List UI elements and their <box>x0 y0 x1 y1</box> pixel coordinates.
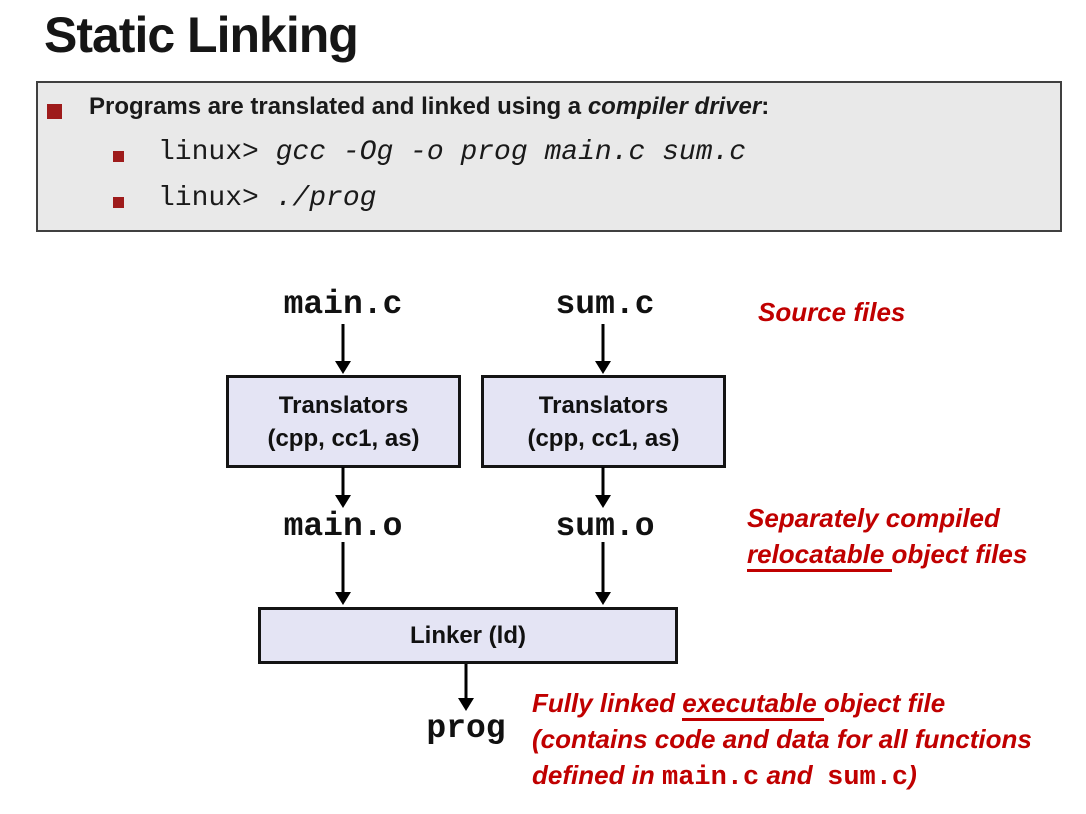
annotation-object-files-line1: Separately compiled <box>747 503 1000 533</box>
annotation-line3-mid: and <box>759 760 828 790</box>
slide-title: Static Linking <box>44 7 359 63</box>
arrow-down-icon <box>594 542 612 605</box>
arrow-shaft <box>601 467 605 496</box>
command-line-1: linux> gcc -Og -o prog main.c sum.c <box>158 137 746 168</box>
annotation-object-files-line2: relocatable object files <box>747 536 1027 572</box>
arrow-down-icon <box>334 324 352 374</box>
annotation-executable-prefix: Fully linked <box>532 688 683 718</box>
output-file-label-prog: prog <box>426 710 506 747</box>
annotation-underlined-executable: executable <box>682 688 824 721</box>
translators-box-line1: Translators <box>278 391 409 419</box>
annotation-executable: Fully linked executable object file (con… <box>532 685 1032 796</box>
linker-box: Linker (ld) <box>258 607 678 664</box>
source-file-label-sumc: sum.c <box>555 286 655 323</box>
translators-box-line2: (cpp, cc1, as) <box>267 424 420 452</box>
arrow-head <box>458 698 474 711</box>
arrow-head <box>595 592 611 605</box>
annotation-object-files-line2-rest: object files <box>891 539 1028 569</box>
annotation-executable-rest: object file <box>823 688 946 718</box>
main-bullet-prefix: Programs are translated and linked using… <box>89 93 588 120</box>
translators-box-right: Translators (cpp, cc1, as) <box>481 375 726 468</box>
object-file-label-maino: main.o <box>283 508 403 545</box>
main-bullet-text: Programs are translated and linked using… <box>89 93 769 121</box>
arrow-shaft <box>601 542 605 593</box>
shell-command: gcc -Og -o prog main.c sum.c <box>275 137 747 168</box>
annotation-line3-prefix: defined in <box>532 760 662 790</box>
arrow-head <box>335 592 351 605</box>
annotation-code-mainc: main.c <box>662 763 760 793</box>
main-bullet-emphasis: compiler driver <box>587 93 762 120</box>
arrow-head <box>595 495 611 508</box>
translators-box-left: Translators (cpp, cc1, as) <box>226 375 461 468</box>
arrow-down-icon <box>334 467 352 508</box>
translators-box-line1: Translators <box>538 391 669 419</box>
annotation-source-files: Source files <box>758 297 906 327</box>
linker-box-label: Linker (ld) <box>409 622 526 649</box>
annotation-executable-line3: defined in main.c and sum.c) <box>532 757 1032 796</box>
arrow-shaft <box>341 542 345 593</box>
arrow-shaft <box>341 467 345 496</box>
annotation-executable-line2: (contains code and data for all function… <box>532 724 1032 754</box>
arrow-head <box>335 495 351 508</box>
object-file-label-sumo: sum.o <box>555 508 655 545</box>
annotation-line3-suffix: ) <box>908 760 917 790</box>
source-file-label-mainc: main.c <box>283 286 403 323</box>
annotation-executable-line1: Fully linked executable object file <box>532 685 1032 721</box>
annotation-underlined-relocatable: relocatable <box>747 539 892 572</box>
arrow-head <box>335 361 351 374</box>
bullet-square-icon <box>47 104 62 119</box>
arrow-shaft <box>464 664 468 699</box>
sub-bullet-square-icon <box>113 151 124 162</box>
translators-box-line2: (cpp, cc1, as) <box>527 424 680 452</box>
shell-prompt: linux> <box>158 137 276 168</box>
arrow-down-icon <box>594 324 612 374</box>
arrow-shaft <box>601 324 605 362</box>
summary-panel <box>36 81 1062 232</box>
arrow-head <box>595 361 611 374</box>
annotation-code-sumc: sum.c <box>827 763 909 793</box>
annotation-object-files: Separately compiled relocatable object f… <box>747 500 1027 572</box>
command-line-2: linux> ./prog <box>158 183 376 214</box>
arrow-down-icon <box>594 467 612 508</box>
main-bullet-suffix: : <box>761 93 770 120</box>
arrow-down-icon <box>334 542 352 605</box>
arrow-down-icon <box>457 664 475 711</box>
shell-command: ./prog <box>275 183 377 214</box>
sub-bullet-square-icon <box>113 197 124 208</box>
arrow-shaft <box>341 324 345 362</box>
shell-prompt: linux> <box>158 183 276 214</box>
